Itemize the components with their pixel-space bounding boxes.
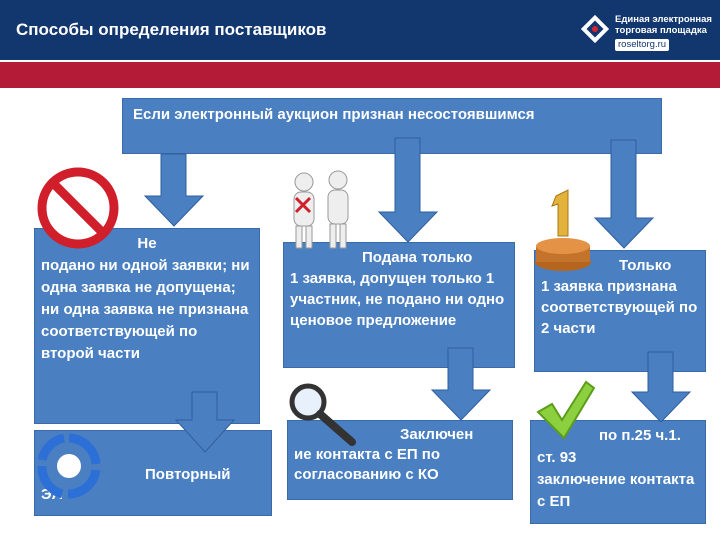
auction-failed-text: Если электронный аукцион признан несосто…	[133, 106, 535, 123]
logo-line-1: Единая электронная	[615, 14, 712, 25]
single-supplier-text: заключение контакта с ЕП	[537, 471, 695, 510]
arrow-to-single-compliant	[593, 139, 655, 249]
logo-line-2: торговая площадка	[615, 25, 707, 36]
page-title: Способы определения поставщиков	[16, 20, 327, 39]
single-application-box: Подана только 1 заявка, допущен только 1…	[283, 242, 515, 368]
magnifier-icon	[289, 383, 356, 446]
checkmark-icon	[536, 380, 596, 440]
contract-approval-text: ие контакта с ЕП по согласованию с КО	[294, 446, 441, 483]
header-bar: Способы определения поставщиков Единая э…	[0, 0, 720, 60]
no-applications-line1: Не	[137, 235, 157, 252]
auction-failed-box: Если электронный аукцион признан несосто…	[122, 98, 662, 154]
red-band	[0, 62, 720, 88]
roseltorg-logo: Единая электронная торговая площадка ros…	[578, 8, 713, 56]
single-supplier-line2: ст. 93	[537, 449, 577, 466]
arrow-to-no-applications	[143, 153, 205, 227]
contract-approval-box: Заключен ие контакта с ЕП по согласовани…	[287, 420, 513, 500]
prohibition-icon	[37, 167, 119, 249]
logo-mark-icon	[580, 14, 610, 44]
people-cross-icon	[293, 170, 349, 249]
single-application-line1: Подана только	[362, 249, 473, 266]
first-place-medal-icon	[535, 189, 591, 271]
single-compliant-text: 1 заявка признана соответствующей по 2 ч…	[541, 278, 698, 337]
single-supplier-box: по п.25 ч.1. ст. 93 заключение контакта …	[530, 420, 706, 524]
single-supplier-line1: по п.25 ч.1.	[599, 427, 681, 444]
logo-text: Единая электронная торговая площадка	[615, 14, 712, 36]
repeat-auction-line1: Повторный	[145, 466, 231, 483]
no-applications-text: подано ни одной заявки; ни одна заявка н…	[41, 257, 250, 362]
logo-site: roseltorg.ru	[615, 39, 670, 51]
single-compliant-box: Только 1 заявка признана соответствующей…	[534, 250, 706, 372]
refresh-cycle-icon	[37, 433, 101, 499]
single-application-text: 1 заявка, допущен только 1 участник, не …	[290, 270, 505, 329]
no-applications-box: Не подано ни одной заявки; ни одна заявк…	[34, 228, 260, 424]
single-compliant-line1: Только	[619, 257, 672, 274]
contract-approval-line1: Заключен	[400, 426, 474, 443]
